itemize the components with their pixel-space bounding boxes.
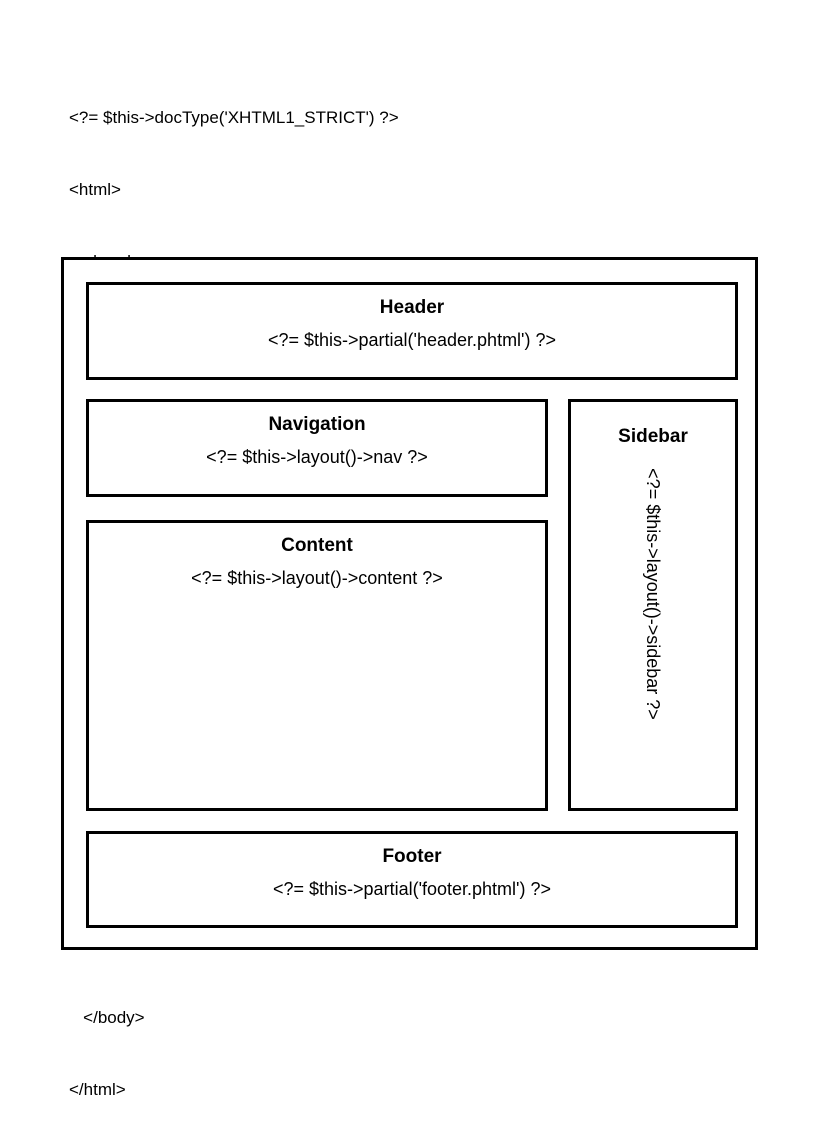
code-line: <html> [69, 180, 121, 199]
region-navigation-code: <?= $this->layout()->nav ?> [206, 447, 428, 467]
region-footer-code: <?= $this->partial('footer.phtml') ?> [272, 879, 552, 899]
region-header: Header <?= $this->partial('header.phtml'… [86, 282, 738, 380]
region-header-code: <?= $this->partial('header.phtml') ?> [267, 330, 557, 350]
region-content: Content <?= $this->layout()->content ?> [86, 520, 548, 811]
layout-diagram-frame: Header <?= $this->partial('header.phtml'… [61, 257, 758, 950]
region-navigation: Navigation <?= $this->layout()->nav ?> [86, 399, 548, 497]
region-header-title: Header [379, 297, 445, 318]
code-listing-bottom: </body> </html> [69, 958, 145, 1126]
code-line: </html> [69, 1080, 126, 1099]
region-sidebar-code-wrapper: <?= $this->layout()->sidebar ?> [571, 468, 735, 802]
region-sidebar-code: <?= $this->layout()->sidebar ?> [643, 468, 663, 720]
region-content-code: <?= $this->layout()->content ?> [191, 568, 443, 588]
region-footer-title: Footer [382, 846, 442, 867]
code-line: <?= $this->docType('XHTML1_STRICT') ?> [69, 108, 399, 127]
region-navigation-title: Navigation [268, 414, 366, 435]
region-footer: Footer <?= $this->partial('footer.phtml'… [86, 831, 738, 928]
region-content-title: Content [281, 535, 353, 556]
code-line: </body> [69, 1008, 145, 1027]
region-sidebar-title: Sidebar [618, 426, 688, 447]
region-sidebar: Sidebar <?= $this->layout()->sidebar ?> [568, 399, 738, 811]
